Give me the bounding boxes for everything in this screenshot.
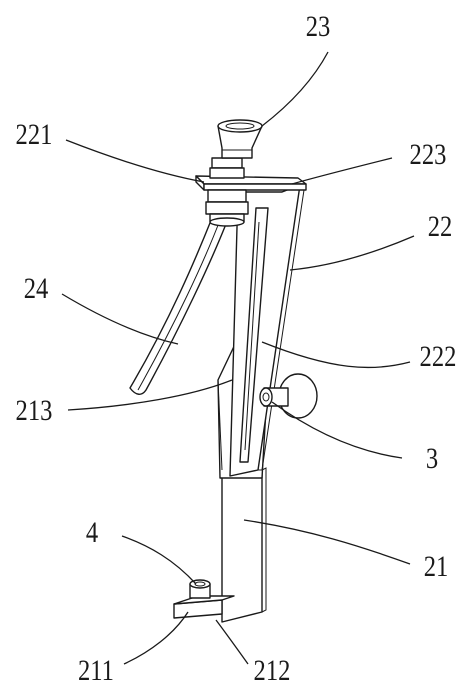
part-223-mount [205, 157, 249, 227]
label-21: 21 [424, 550, 449, 583]
label-211: 211 [78, 654, 114, 687]
leader-lines [61, 51, 415, 665]
labels: 23 221 223 22 24 222 213 3 4 21 211 212 [16, 10, 457, 687]
part-23-cup [217, 119, 263, 159]
label-212: 212 [254, 654, 291, 687]
part-4-foot-bolt [189, 579, 211, 599]
label-22: 22 [428, 210, 453, 243]
part-24-curved-tube [129, 217, 227, 395]
label-223: 223 [410, 138, 447, 171]
part-212-foot-plate [173, 595, 235, 619]
label-213: 213 [16, 394, 53, 427]
leader-221 [65, 139, 205, 183]
leader-222 [261, 341, 411, 369]
leader-22 [289, 235, 415, 271]
part-21-lower-bar [221, 467, 267, 623]
label-222: 222 [420, 340, 457, 373]
label-4: 4 [86, 516, 99, 549]
leader-21 [243, 519, 411, 565]
leader-212 [215, 619, 249, 665]
leader-213 [67, 379, 233, 411]
leader-24 [61, 293, 179, 345]
part-222-slot [244, 221, 260, 451]
part-3-clamp-knob [259, 373, 318, 419]
label-23: 23 [306, 10, 331, 43]
label-221: 221 [16, 118, 53, 151]
leader-23 [261, 51, 329, 127]
label-24: 24 [24, 272, 49, 305]
label-3: 3 [426, 442, 438, 475]
leader-3 [271, 401, 403, 459]
leader-211 [123, 611, 189, 665]
part-22-upper-bar [229, 184, 305, 477]
leader-223 [291, 157, 393, 185]
leader-4 [121, 535, 197, 585]
